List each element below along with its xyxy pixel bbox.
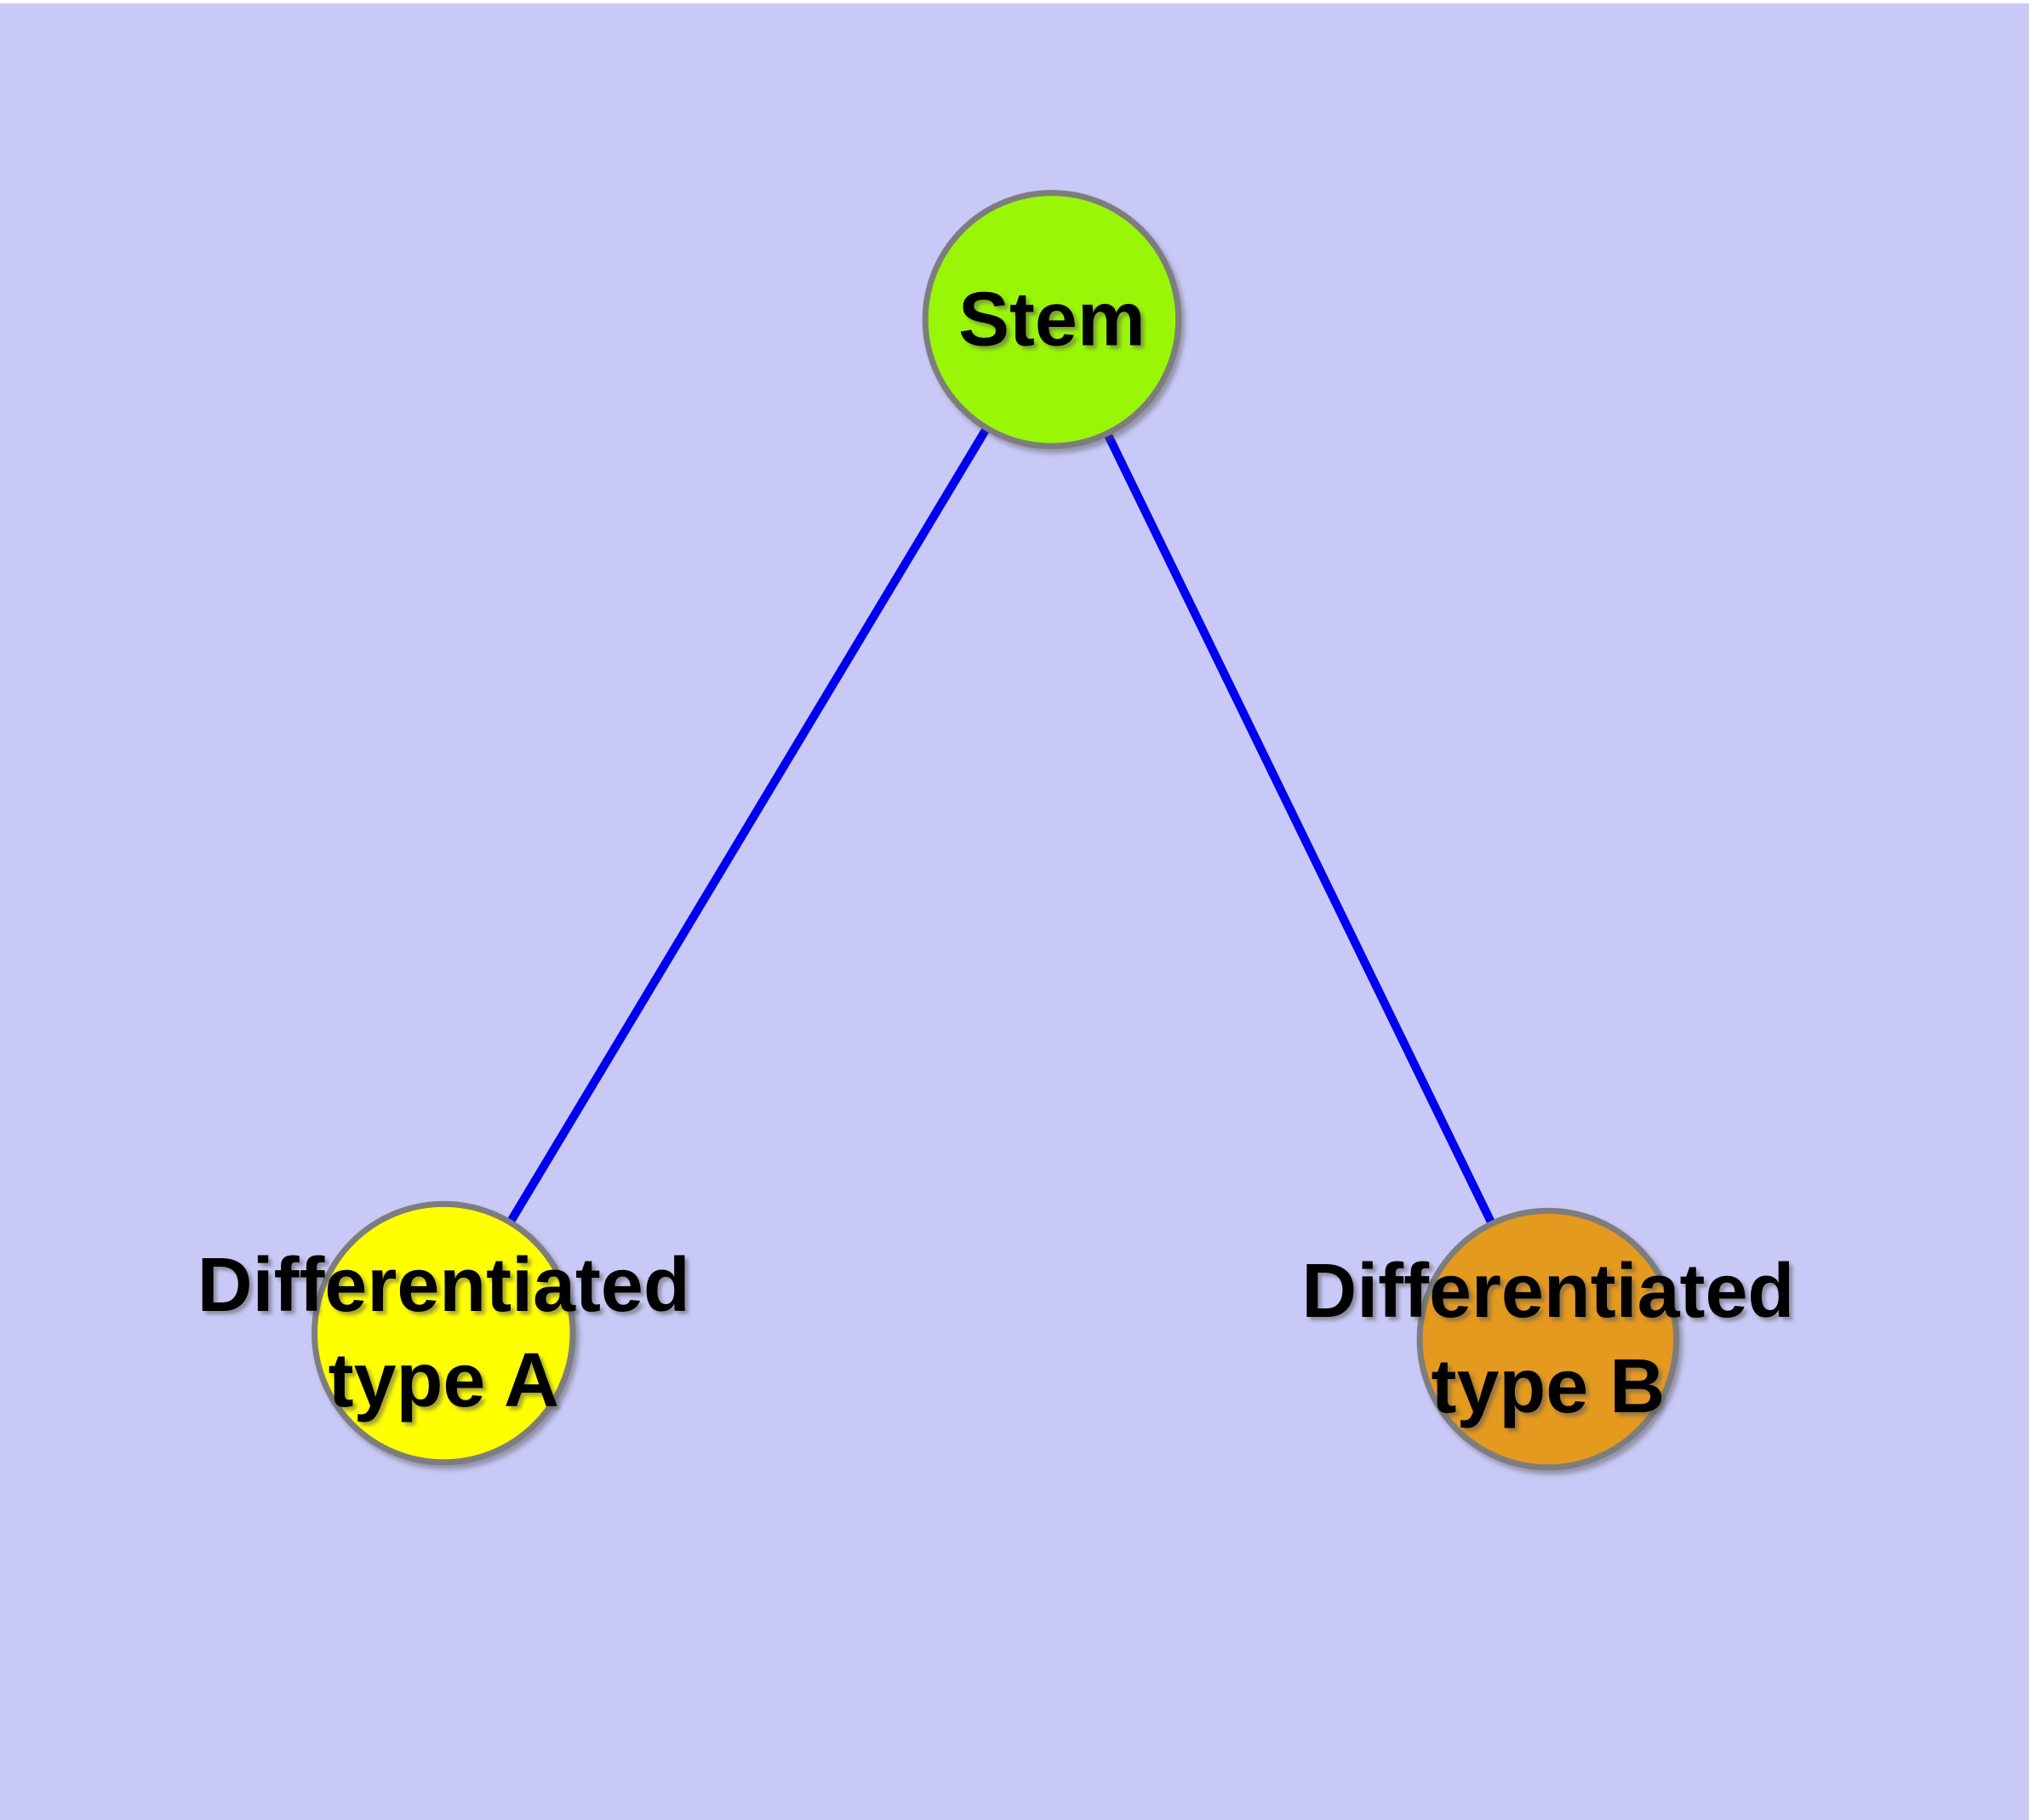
- edges-layer: [439, 317, 1552, 1342]
- edge-stem-to-type-b: [1048, 318, 1552, 1342]
- type-a-node-circle[interactable]: [311, 1200, 576, 1466]
- node-stem[interactable]: Stem: [922, 190, 1182, 449]
- stem-node-label: Stem: [958, 277, 1146, 362]
- edge-stem-to-type-a: [439, 317, 1056, 1336]
- type-b-node-circle[interactable]: [1416, 1207, 1680, 1471]
- stem-node-circle[interactable]: [922, 190, 1182, 449]
